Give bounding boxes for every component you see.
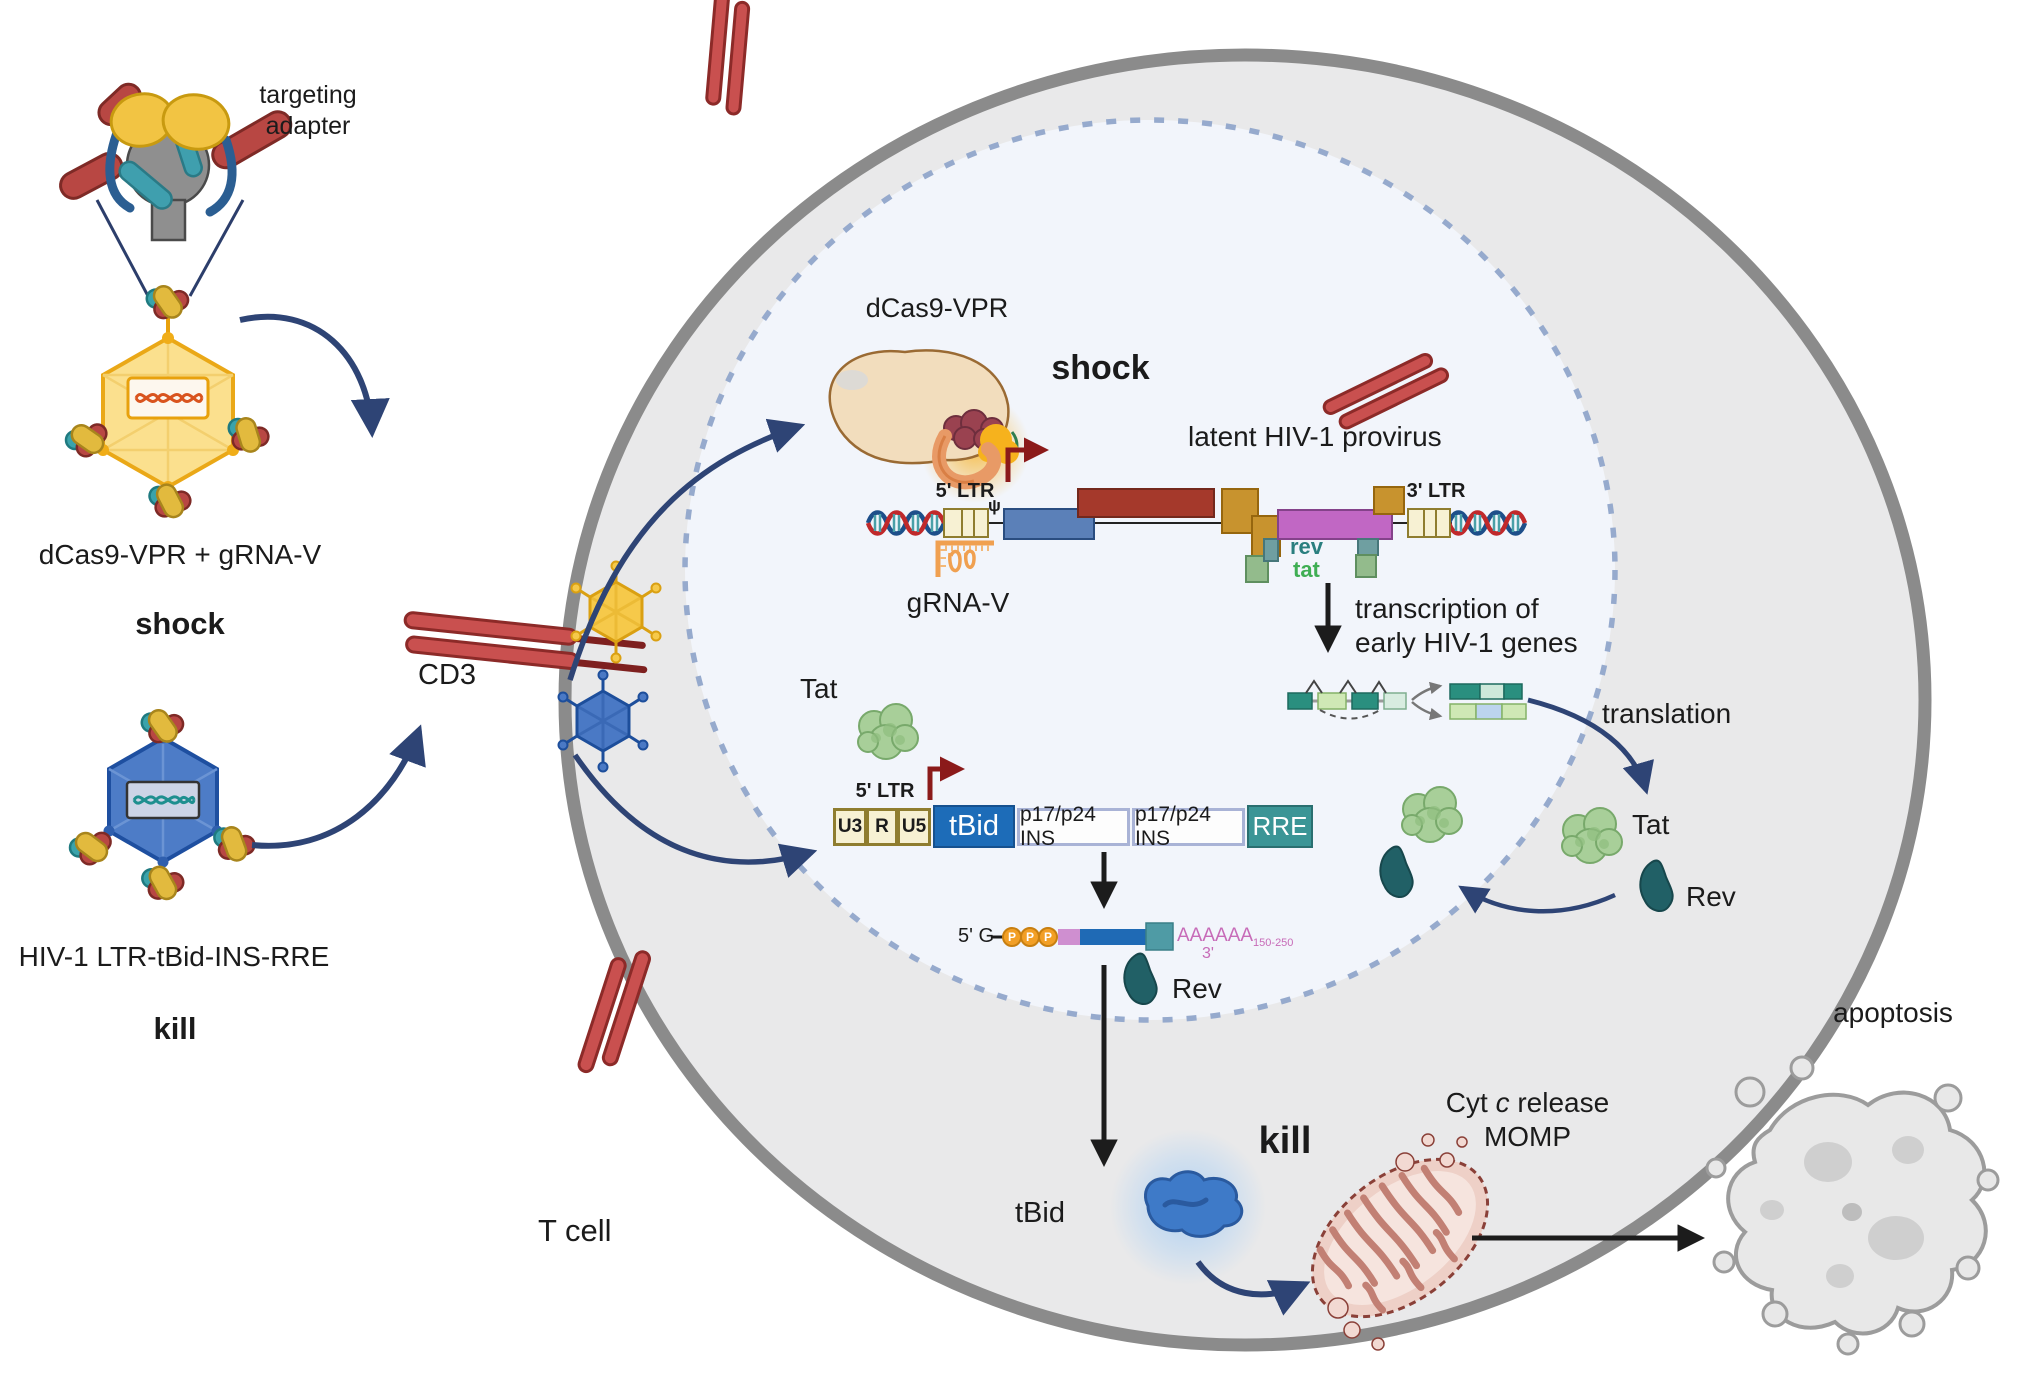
provirus-promoter-arrow bbox=[1005, 437, 1049, 482]
grna-hairpin-icon bbox=[935, 540, 994, 577]
tbid-protein-icon bbox=[1110, 1129, 1266, 1285]
grna-v-label: gRNA-V bbox=[906, 587, 1010, 618]
kill-to-construct-arrow bbox=[572, 753, 818, 878]
construct-u3-box: U3 bbox=[833, 808, 867, 846]
transcription-line2: early HIV-1 genes bbox=[1355, 627, 1578, 659]
spliced-mrna-diagram bbox=[1287, 679, 1527, 721]
apoptosis-label: apoptosis bbox=[1833, 997, 1953, 1028]
tat-gene-label: tat bbox=[1293, 557, 1320, 582]
tat-protein-cytoplasm-icon bbox=[1561, 807, 1623, 864]
shock-word-left: shock bbox=[135, 606, 225, 641]
mrna-3prime-label: 3' bbox=[1202, 945, 1214, 962]
dcas9-vpr-icon bbox=[828, 349, 1030, 503]
cytc-release-line: Cyt c release bbox=[1415, 1086, 1640, 1120]
tat-nucleus-label: Tat bbox=[800, 673, 838, 704]
kill-entry-arrow bbox=[251, 724, 426, 849]
rev-mrna-label: Rev bbox=[1172, 973, 1222, 1004]
kill-vector-icon bbox=[61, 705, 264, 906]
latent-provirus-label: latent HIV-1 provirus bbox=[1188, 421, 1442, 452]
cytc-italic-c: c bbox=[1495, 1087, 1510, 1118]
rev-cytoplasm-label: Rev bbox=[1686, 881, 1736, 912]
mrna-polya-label: AAAAAA150-250 bbox=[1177, 924, 1293, 950]
construct-ins2-box: p17/p24 INS bbox=[1132, 803, 1245, 850]
tbid-protein-label: tBid bbox=[1015, 1197, 1065, 1229]
construct-rre-box: RRE bbox=[1247, 805, 1313, 848]
tbid-mrna-icon bbox=[992, 922, 1174, 951]
tat-protein-nucleus-icon bbox=[1401, 786, 1463, 843]
kill-vector-label: HIV-1 LTR-tBid-INS-RRE bbox=[18, 941, 330, 972]
tat-cytoplasm-label: Tat bbox=[1632, 809, 1670, 840]
dcas9-vpr-label: dCas9-VPR bbox=[865, 293, 1009, 323]
apoptotic-cell-icon bbox=[1705, 1055, 2000, 1356]
provirus-3ltr-label: 3' LTR bbox=[1406, 480, 1466, 502]
construct-promoter-arrow bbox=[927, 756, 965, 800]
shock-vector-label: dCas9-VPR + gRNA-V bbox=[38, 539, 322, 570]
cytc-word2: release bbox=[1517, 1087, 1610, 1118]
tbid-to-mito-arrow bbox=[1195, 1260, 1311, 1316]
construct-5ltr-label: 5' LTR bbox=[855, 780, 915, 802]
shock-entry-arrow bbox=[239, 313, 390, 438]
targeting-adapter-label: targeting adapter bbox=[259, 81, 357, 140]
rev-gene-label: rev bbox=[1290, 534, 1324, 559]
cd3-label: CD3 bbox=[418, 659, 477, 691]
psi-label: ψ bbox=[988, 496, 1001, 515]
construct-u5-box: U5 bbox=[897, 808, 931, 846]
provirus-5ltr-label: 5' LTR bbox=[935, 480, 995, 502]
rev-import-arrow bbox=[1458, 885, 1616, 914]
construct-tbid-box: tBid bbox=[933, 805, 1015, 848]
construct-r-box: R bbox=[866, 808, 898, 846]
mrna-cap-label: 5' G bbox=[958, 925, 995, 947]
cytc-momp-label: Cyt c release MOMP bbox=[1415, 1086, 1640, 1154]
receptor-right-icon bbox=[1322, 352, 1450, 430]
polya-subscript: 150-250 bbox=[1253, 936, 1294, 949]
targeting-adapter-icon bbox=[59, 82, 293, 297]
transcription-line1: transcription of bbox=[1355, 593, 1539, 624]
cap-p1: P bbox=[1008, 930, 1016, 944]
kill-title: kill bbox=[1258, 1120, 1312, 1162]
cytc-word1: Cyt bbox=[1445, 1087, 1488, 1118]
polya-text: AAAAAA bbox=[1177, 925, 1254, 946]
translation-arrow bbox=[1527, 697, 1654, 795]
shock-to-nucleus-arrow bbox=[567, 418, 806, 681]
construct-ins1-box: p17/p24 INS bbox=[1017, 803, 1130, 850]
tat-protein-construct-icon bbox=[857, 703, 919, 760]
cap-p3: P bbox=[1044, 930, 1052, 944]
cap-p2: P bbox=[1026, 930, 1034, 944]
latent-provirus-map bbox=[868, 486, 1525, 583]
shock-title: shock bbox=[1051, 349, 1150, 387]
translation-label: translation bbox=[1602, 698, 1732, 729]
receptor-top-icon bbox=[705, 0, 751, 116]
nucleus bbox=[682, 117, 1618, 1023]
transcription-label: transcription of early HIV-1 genes bbox=[1355, 592, 1635, 660]
receptor-bottom-icon bbox=[577, 950, 651, 1074]
kill-word-left: kill bbox=[153, 1011, 197, 1046]
t-cell-label: T cell bbox=[538, 1213, 612, 1248]
shock-vector-icon bbox=[57, 281, 278, 525]
momp-line: MOMP bbox=[1483, 1121, 1572, 1153]
mitochondrion-icon bbox=[1310, 1133, 1490, 1351]
